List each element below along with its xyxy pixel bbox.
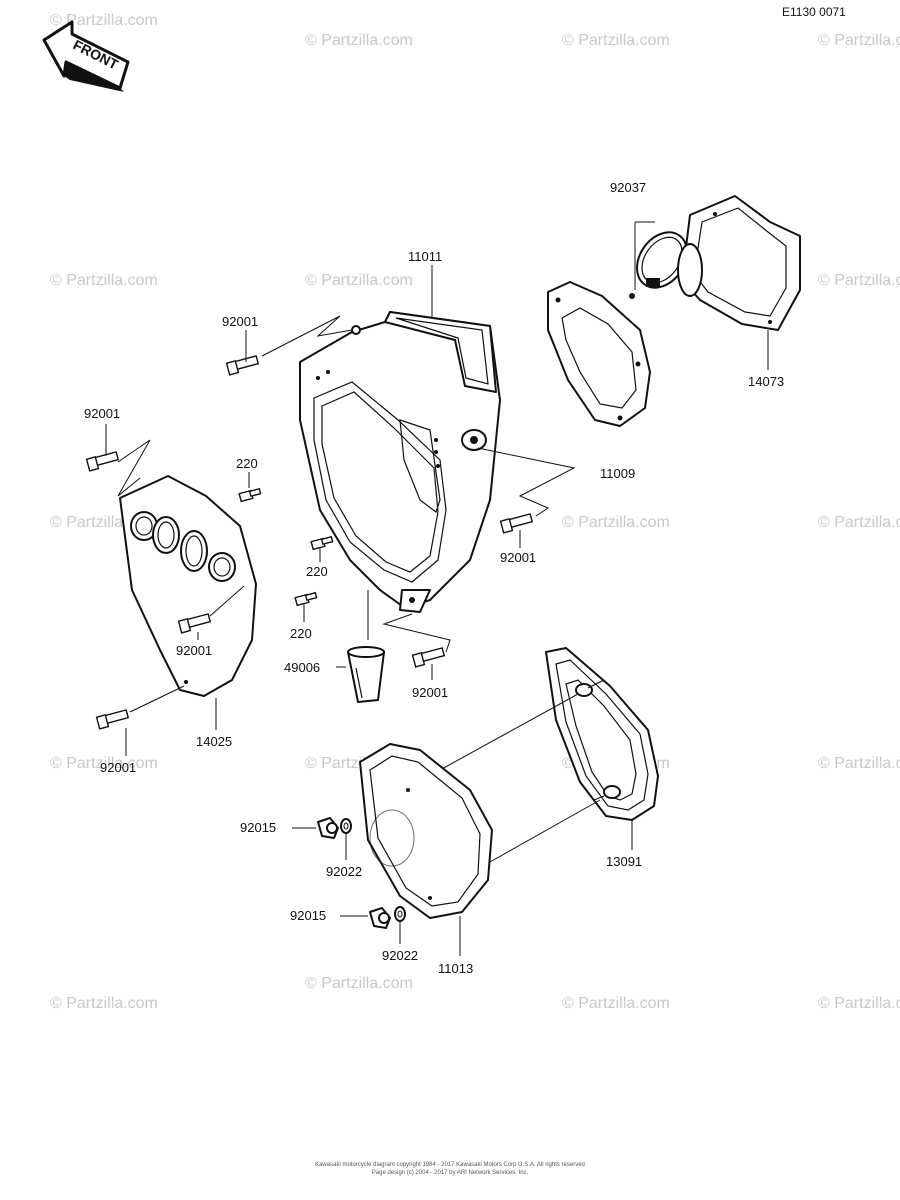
- watermark: © Partzilla.com: [562, 995, 670, 1012]
- callout-92015-b: 92015: [290, 908, 326, 923]
- callout-92001-bottom: 92001: [100, 760, 136, 775]
- watermark: © Partzilla.com: [50, 12, 158, 29]
- callout-14025: 14025: [196, 734, 232, 749]
- footer-page-design: Page design (c) 2004 - 2017 by ARI Netwo…: [372, 1170, 529, 1176]
- screw-220-c: [294, 591, 318, 622]
- watermark: © Partzilla.com: [562, 514, 670, 531]
- duct-boot-14073: [677, 195, 801, 370]
- screw-220-a: [238, 472, 262, 503]
- callout-14073: 14073: [748, 374, 784, 389]
- watermark: © Partzilla.com: [50, 995, 158, 1012]
- footer-copyright: Kawasaki motorcycle diagram copyright 19…: [315, 1162, 585, 1168]
- bolt-92001-right: [477, 447, 576, 548]
- wing-nut-92015-a: [292, 817, 339, 839]
- washer-92022-a: [340, 818, 352, 860]
- watermark: © Partzilla.com: [818, 995, 900, 1012]
- element-frame-13091: [545, 647, 659, 850]
- watermark: © Partzilla.com: [50, 755, 158, 772]
- watermark: © Partzilla.com: [818, 32, 900, 49]
- bolt-92001-mid: [382, 613, 451, 680]
- callout-92001-right: 92001: [500, 550, 536, 565]
- wing-nut-92015-b: [340, 907, 391, 929]
- diagram-code: E1130 0071: [782, 5, 846, 19]
- drain-tube-49006: [336, 590, 385, 703]
- clamp-92037: [629, 221, 688, 299]
- callout-13091: 13091: [606, 854, 642, 869]
- callout-92001-mid: 92001: [412, 685, 448, 700]
- callout-11011: 11011: [408, 249, 442, 264]
- watermark: © Partzilla.com: [818, 755, 900, 772]
- callout-92001-top: 92001: [222, 314, 258, 329]
- side-cover-14025: [119, 475, 257, 730]
- front-arrow-icon: FRONT: [42, 20, 130, 92]
- watermark: © Partzilla.com: [818, 514, 900, 531]
- assembly-line-upper: [439, 693, 579, 771]
- bolt-92001-top: [225, 315, 353, 376]
- watermark: © Partzilla.com: [818, 272, 900, 289]
- callout-220-a: 220: [236, 456, 258, 471]
- callout-92001-left: 92001: [84, 406, 120, 421]
- gasket-plate: [547, 281, 651, 427]
- assembly-line-lower: [489, 799, 601, 863]
- callout-92001-cover: 92001: [176, 643, 212, 658]
- callout-92015-a: 92015: [240, 820, 276, 835]
- air-cleaner-housing-11011: [299, 265, 501, 613]
- watermark: © Partzilla.com: [305, 32, 413, 49]
- callout-92037: 92037: [610, 180, 646, 195]
- stud-upper: [575, 679, 605, 697]
- bolt-92001-bottom: [95, 685, 185, 756]
- callout-49006: 49006: [284, 660, 320, 675]
- watermark: © Partzilla.com: [50, 272, 158, 289]
- watermark: © Partzilla.com: [305, 975, 413, 992]
- callout-220-c: 220: [290, 626, 312, 641]
- callout-11009: 11009: [600, 466, 635, 481]
- stud-lower: [593, 785, 621, 801]
- screw-220-b: [310, 535, 334, 562]
- bolt-92001-left: [85, 424, 151, 497]
- callout-92022-a: 92022: [326, 864, 362, 879]
- air-filter-element-11013: [359, 743, 493, 956]
- callout-220-b: 220: [306, 564, 328, 579]
- watermark: © Partzilla.com: [562, 32, 670, 49]
- watermark: © Partzilla.com: [305, 272, 413, 289]
- bolt-92001-cover: [177, 585, 245, 640]
- callout-92022-b: 92022: [382, 948, 418, 963]
- callout-11013: 11013: [438, 961, 473, 976]
- washer-92022-b: [394, 906, 406, 944]
